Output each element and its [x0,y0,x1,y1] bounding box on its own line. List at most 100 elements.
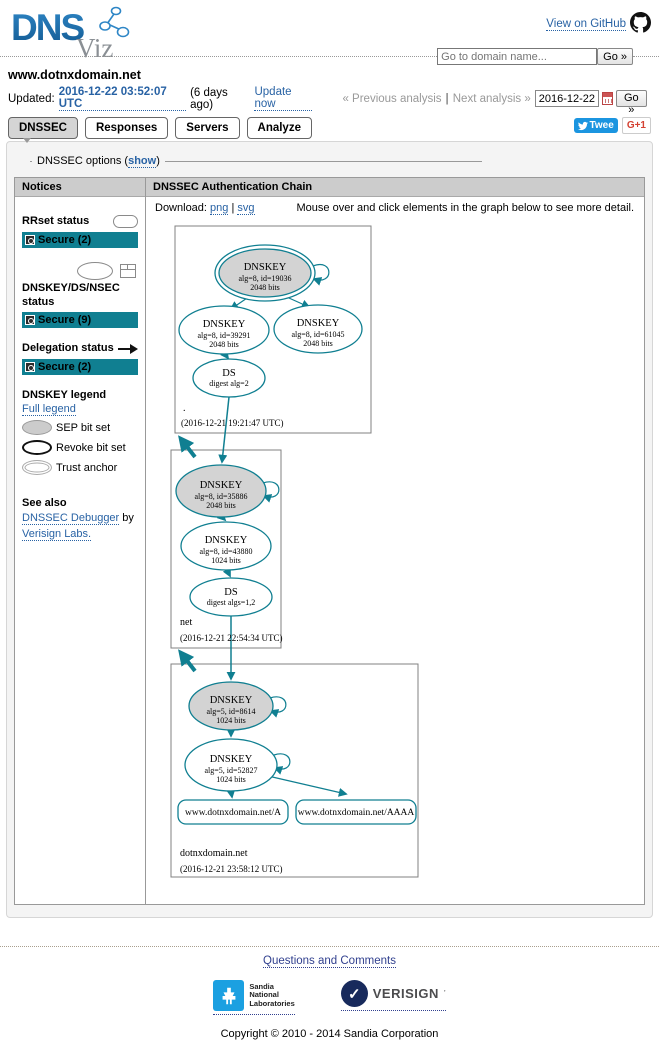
notices-header: Notices [15,178,145,197]
tab-responses[interactable]: Responses [84,117,169,139]
graph-node-dnskey-61045[interactable]: DNSKEY alg=8, id=61045 2048 bits [273,304,363,354]
zone-label-net: net [180,617,192,628]
search-go-button[interactable]: Go » [597,48,633,65]
dnsviz-logo[interactable]: DNS Viz [10,4,142,65]
rrset-shape-icon [113,215,138,229]
svg-text:alg=8, id=43880: alg=8, id=43880 [199,547,252,556]
svg-text:DNSKEY: DNSKEY [244,262,287,273]
graph-node-dnskey-52827[interactable]: DNSKEY alg=5, id=52827 1024 bits [184,738,278,792]
rrset-status-heading: RRset status [22,215,90,227]
tweet-label: Twee [589,120,614,131]
ds-shape-icon [120,263,136,278]
zone-box-dotnxdomain [170,663,419,878]
graph-node-ds-net[interactable]: DS digest algs=1,2 [189,577,273,617]
twitter-bird-icon [577,121,588,130]
dnskey-shape-icon [77,261,113,280]
page-title-domain: www.dotnxdomain.net [8,68,141,82]
graph-node-dnskey-8614[interactable]: DNSKEY alg=5, id=8614 1024 bits [188,681,274,731]
github-icon[interactable] [630,12,651,36]
copyright-text: Copyright © 2010 - 2014 Sandia Corporati… [220,1028,439,1040]
svg-text:DNSKEY: DNSKEY [203,319,246,330]
dnskey-secure-badge[interactable]: Secure (9) [22,312,138,329]
revoke-bit-icon [22,440,52,455]
expander-icon[interactable] [25,315,35,326]
sandia-line1: Sandia [249,981,274,991]
update-now-link[interactable]: Update now [254,86,313,111]
zone-timestamp-net: (2016-12-21 22:54:34 UTC) [180,633,283,643]
verisign-trademark: ’ [443,989,446,998]
tab-analyze[interactable]: Analyze [246,117,312,139]
svg-text:DNSKEY: DNSKEY [210,754,253,765]
dnskey-secure-label: Secure (9) [38,314,92,327]
date-go-button[interactable]: Go » [615,90,647,116]
svg-text:alg=8, id=35886: alg=8, id=35886 [194,492,247,501]
page-header: DNS Viz View on GitHub Go » [0,0,659,66]
notices-sidebar: Notices RRset status Secure (2) DNSKEY/D… [15,178,146,904]
calendar-icon[interactable] [601,92,613,105]
updated-time-link[interactable]: 2016-12-22 03:52:07 UTC [58,86,187,111]
sep-bit-icon [22,420,52,435]
divider-dotted [633,56,659,57]
svg-text:alg=5, id=52827: alg=5, id=52827 [204,766,257,775]
questions-comments-link[interactable]: Questions and Comments [263,955,396,968]
show-options-link[interactable]: show [128,155,157,168]
svg-text:alg=5, id=8614: alg=5, id=8614 [206,707,255,716]
rrset-secure-badge[interactable]: Secure (2) [22,231,138,248]
zone-box-root [174,225,372,434]
dnssec-debugger-link[interactable]: DNSSEC Debugger [22,511,120,525]
sandia-logo-icon [213,980,245,1011]
graph-node-dnskey-35886[interactable]: DNSKEY alg=8, id=35886 2048 bits [175,464,267,518]
svg-text:1024 bits: 1024 bits [216,716,246,725]
graph-node-dnskey-39291[interactable]: DNSKEY alg=8, id=39291 2048 bits [178,305,270,355]
download-svg-link[interactable]: svg [237,202,255,215]
graph-node-ds-root[interactable]: DS digest alg=2 [192,358,266,398]
dnssec-options-fieldset: DNSSEC options (show) [30,155,482,168]
sandia-line3: Laboratories [249,998,295,1008]
graph-node-dnskey-19036[interactable]: DNSKEY alg=8, id=19036 2048 bits [214,244,316,302]
by-text: by [122,511,134,524]
svg-text:www.dotnxdomain.net/A: www.dotnxdomain.net/A [185,808,281,818]
delegation-secure-label: Secure (2) [38,361,92,373]
full-legend-link[interactable]: Full legend [22,403,76,416]
download-divider: | [231,202,235,214]
rrset-secure-label: Secure (2) [38,233,92,246]
zone-timestamp-root: (2016-12-21 19:21:47 UTC) [181,418,284,428]
view-on-github-link[interactable]: View on GitHub [546,17,626,31]
tab-servers[interactable]: Servers [175,117,240,139]
auth-chain-panel: DNSSEC Authentication Chain Download: pn… [146,178,644,904]
svg-text:DNSKEY: DNSKEY [210,695,253,706]
expander-icon[interactable] [25,362,35,372]
verisign-logo-link[interactable]: ✓ VERISIGN ’ [340,980,446,1011]
auth-chain-header: DNSSEC Authentication Chain [146,178,644,197]
svg-text:DNSKEY: DNSKEY [297,318,340,329]
dnssec-graph: DNSKEY alg=8, id=19036 2048 bits DNSKEY … [158,220,644,895]
sep-bit-label: SEP bit set [56,421,111,434]
tab-bar: DNSSEC Responses Servers Analyze Twee G+… [0,111,659,143]
zone-label-dotnxdomain: dotnxdomain.net [180,848,248,859]
tab-dnssec[interactable]: DNSSEC [8,117,78,143]
graph-node-dnskey-43880[interactable]: DNSKEY alg=8, id=43880 1024 bits [180,521,272,571]
analysis-date-input[interactable] [534,90,599,107]
graph-node-rrset-aaaa[interactable]: www.dotnxdomain.net/AAAA [295,799,417,825]
expander-icon[interactable] [25,234,35,245]
svg-text:2048 bits: 2048 bits [250,283,280,292]
logo-node-icon [99,6,130,38]
updated-label: Updated: [8,92,55,105]
svg-text:1024 bits: 1024 bits [216,775,246,784]
next-analysis-link[interactable]: Next analysis » [452,92,531,105]
gplus-button[interactable]: G+1 [621,117,651,134]
zone-label-root: . [183,403,186,414]
delegation-secure-badge[interactable]: Secure (2) [22,359,138,375]
previous-analysis-link[interactable]: « Previous analysis [342,92,442,105]
download-label: Download: [155,202,207,214]
graph-node-rrset-a[interactable]: www.dotnxdomain.net/A [177,799,289,825]
search-input[interactable] [437,48,598,65]
logo-viz-text: Viz [76,33,113,62]
tweet-button[interactable]: Twee [573,118,618,133]
delegation-arrow-icon [118,344,138,355]
svg-text:1024 bits: 1024 bits [211,556,241,565]
verisign-labs-link[interactable]: Verisign Labs. [22,527,92,541]
download-png-link[interactable]: png [210,202,229,215]
sandia-logo-link[interactable]: Sandia National Laboratories [213,980,295,1015]
trust-anchor-icon [22,460,52,475]
